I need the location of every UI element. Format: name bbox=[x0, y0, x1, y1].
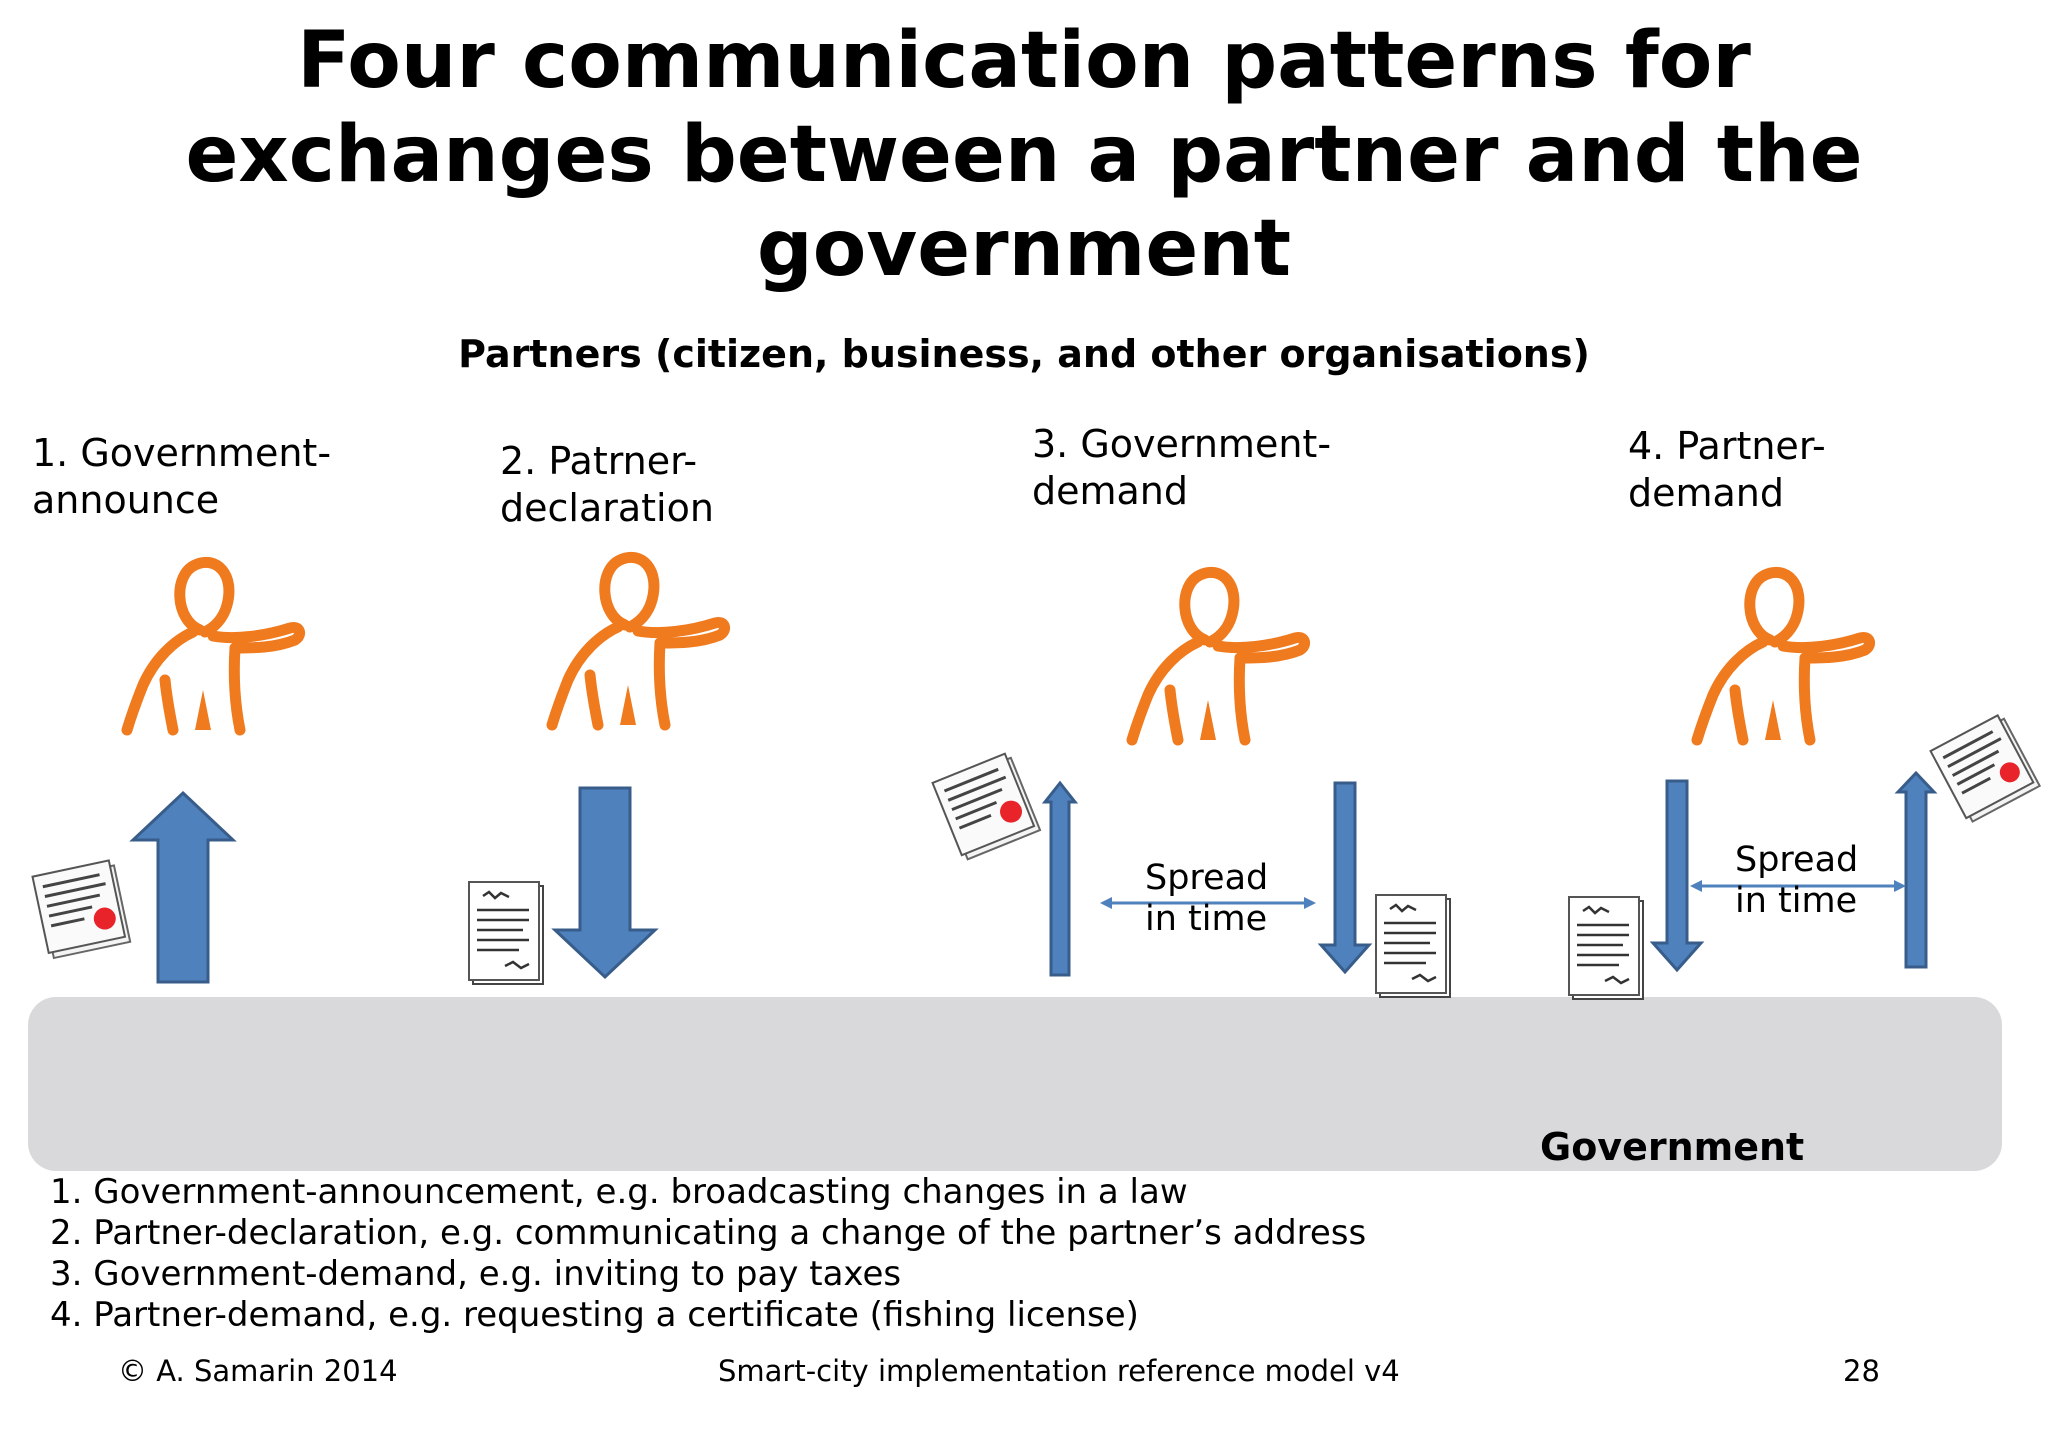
document-icon bbox=[1568, 896, 1644, 1000]
person-icon bbox=[121, 556, 306, 736]
certificate-icon bbox=[931, 752, 1042, 861]
government-label: Government bbox=[1540, 1125, 1805, 1169]
list-item: 4. Partner-demand, e.g. requesting a cer… bbox=[50, 1295, 1139, 1335]
up-arrow-icon bbox=[129, 790, 237, 984]
person-icon bbox=[1691, 566, 1876, 746]
document-icon bbox=[1375, 894, 1451, 998]
list-item: 3. Government-demand, e.g. inviting to p… bbox=[50, 1254, 902, 1294]
person-icon bbox=[546, 551, 731, 731]
double-arrow-icon bbox=[1690, 880, 1906, 892]
title-line-2: exchanges between a partner and the bbox=[185, 110, 1863, 200]
down-arrow-icon bbox=[1317, 781, 1373, 975]
pattern-3-line-1: 3. Government- bbox=[1032, 422, 1332, 466]
pattern-2-line-2: declaration bbox=[500, 486, 714, 530]
certificate-icon bbox=[1929, 714, 2042, 823]
pattern-1-line-2: announce bbox=[32, 478, 220, 522]
document-icon bbox=[468, 881, 544, 985]
down-arrow-icon bbox=[551, 786, 659, 980]
spread-line-2: in time bbox=[1735, 881, 1858, 921]
list-item: 2. Partner-declaration, e.g. communicati… bbox=[50, 1213, 1367, 1253]
up-arrow-icon bbox=[1041, 780, 1079, 977]
pattern-4-line-1: 4. Partner- bbox=[1628, 424, 1826, 468]
list-item: 1. Government-announcement, e.g. broadca… bbox=[50, 1172, 1188, 1212]
spread-in-time-3: Spread in time bbox=[1145, 858, 1268, 940]
footer-model: Smart-city implementation reference mode… bbox=[718, 1354, 1400, 1388]
person-icon bbox=[1126, 566, 1311, 746]
pattern-3-label: 3. Government- demand bbox=[1032, 421, 1331, 515]
down-arrow-icon bbox=[1649, 779, 1705, 973]
pattern-4-line-2: demand bbox=[1628, 471, 1785, 515]
spread-in-time-4: Spread in time bbox=[1735, 840, 1858, 922]
title-line-1: Four communication patterns for bbox=[297, 16, 1751, 106]
double-arrow-icon bbox=[1100, 897, 1316, 909]
spread-line-2: in time bbox=[1145, 899, 1268, 939]
title-line-3: government bbox=[756, 204, 1292, 294]
certificate-icon bbox=[31, 859, 132, 960]
pattern-2-label: 2. Patrner- declaration bbox=[500, 438, 714, 532]
pattern-1-label: 1. Government- announce bbox=[32, 430, 331, 524]
slide-title: Four communication patterns for exchange… bbox=[0, 14, 2048, 296]
pattern-1-line-1: 1. Government- bbox=[32, 431, 332, 475]
spread-line-1: Spread bbox=[1735, 840, 1859, 880]
up-arrow-icon bbox=[1894, 770, 1938, 969]
pattern-2-line-1: 2. Patrner- bbox=[500, 439, 698, 483]
spread-line-1: Spread bbox=[1145, 858, 1269, 898]
footer-copyright: © A. Samarin 2014 bbox=[118, 1354, 398, 1388]
pattern-4-label: 4. Partner- demand bbox=[1628, 423, 1826, 517]
partners-heading: Partners (citizen, business, and other o… bbox=[458, 332, 1590, 376]
pattern-3-line-2: demand bbox=[1032, 469, 1189, 513]
government-band bbox=[28, 997, 2002, 1171]
examples-list: 1. Government-announcement, e.g. broadca… bbox=[50, 1172, 1366, 1336]
page-number: 28 bbox=[1843, 1354, 1880, 1388]
